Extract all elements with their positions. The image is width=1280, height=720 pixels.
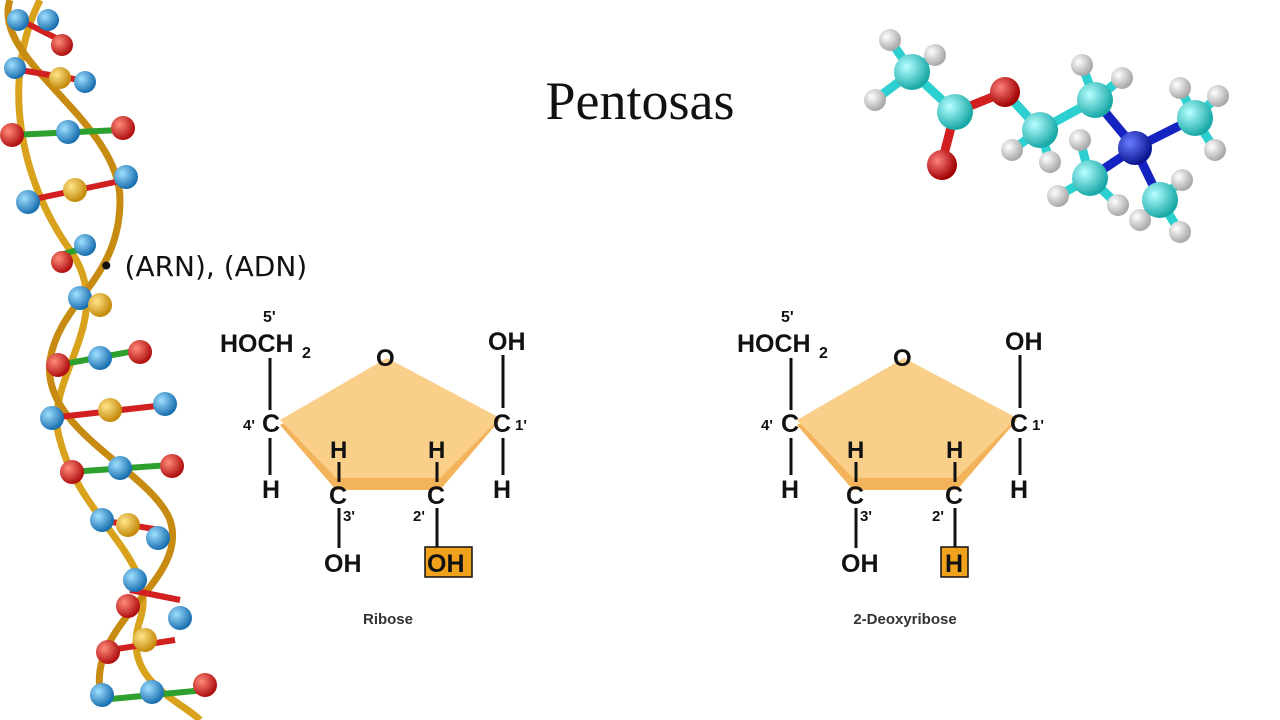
deoxyribose-c4-h: H xyxy=(781,476,799,504)
ribose-hoch: HOCH xyxy=(220,330,294,358)
ribose-c4-label: 4' xyxy=(243,417,255,434)
ribose-c1-h: H xyxy=(493,476,511,504)
ribose-c2-label: 2' xyxy=(413,508,425,525)
ribose-c3-label: 3' xyxy=(343,508,355,525)
bullet-text: (ARN), (ADN) xyxy=(124,250,308,283)
deoxyribose-hoch-subscript: 2 xyxy=(819,345,828,362)
deoxyribose-c2-h: H xyxy=(946,437,963,464)
slide-title: Pentosas xyxy=(545,71,735,131)
deoxyribose-c1-h: H xyxy=(1010,476,1028,504)
ribose-c1-oh: OH xyxy=(488,328,526,356)
bullet-dot: • xyxy=(98,250,115,283)
deoxyribose-c3-h: H xyxy=(847,437,864,464)
ribose-c5-label: 5' xyxy=(263,309,276,326)
deoxyribose-ring-oxygen: O xyxy=(893,345,912,372)
deoxyribose-c4-label: 4' xyxy=(761,417,773,434)
ribose-c2-h: H xyxy=(428,437,445,464)
ribose-ring-oxygen: O xyxy=(376,345,395,372)
deoxyribose-c5-label: 5' xyxy=(781,309,794,326)
deoxyribose-c1: C xyxy=(1010,410,1028,438)
ribose-c3-oh: OH xyxy=(324,550,362,578)
ribose-c4-h: H xyxy=(262,476,280,504)
deoxyribose-c2: C xyxy=(945,482,963,510)
ribose-c1-label: 1' xyxy=(515,417,527,434)
deoxyribose-c3-oh: OH xyxy=(841,550,879,578)
ribose-hoch-subscript: 2 xyxy=(302,345,311,362)
deoxyribose-c2-label: 2' xyxy=(932,508,944,525)
ribose-c2: C xyxy=(427,482,445,510)
deoxyribose-c1-oh: OH xyxy=(1005,328,1043,356)
ribose-c4: C xyxy=(262,410,280,438)
molecule-model-image xyxy=(864,29,1229,243)
ribose-c3: C xyxy=(329,482,347,510)
ribose-caption: Ribose xyxy=(363,611,413,628)
dna-helix-image xyxy=(0,0,217,720)
deoxyribose-c4: C xyxy=(781,410,799,438)
deoxyribose-caption: 2-Deoxyribose xyxy=(853,611,956,628)
ribose-c2-oh-highlight: OH xyxy=(427,550,465,578)
deoxyribose-hoch: HOCH xyxy=(737,330,811,358)
deoxyribose-c2-h-highlight: H xyxy=(945,550,963,578)
ribose-c3-h: H xyxy=(330,437,347,464)
bullet-item: • (ARN), (ADN) xyxy=(98,250,307,283)
deoxyribose-c3-label: 3' xyxy=(860,508,872,525)
deoxyribose-c3: C xyxy=(846,482,864,510)
ribose-c1: C xyxy=(493,410,511,438)
deoxyribose-c1-label: 1' xyxy=(1032,417,1044,434)
